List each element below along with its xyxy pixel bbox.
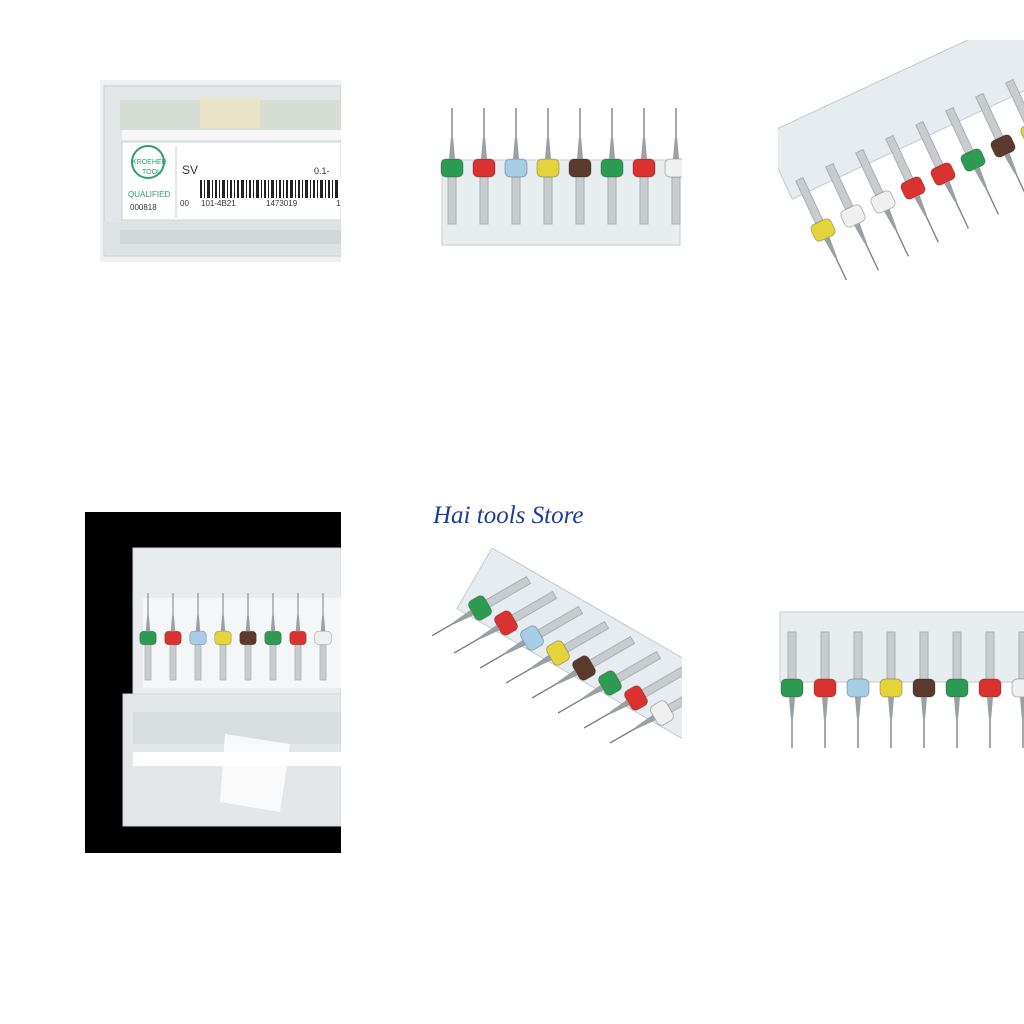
model-text: SV: [182, 163, 198, 177]
brand-logo-subtext: TOOL: [142, 169, 161, 176]
barcode: [198, 178, 341, 200]
product-photo-drill-bits-diagonal: [778, 40, 1024, 280]
batch-code-text: 101-4B21: [201, 199, 236, 208]
batch-prefix-text: 00: [180, 199, 189, 208]
serial-tail-text: 1: [336, 199, 341, 208]
size-range-text: 0.1-: [314, 166, 330, 176]
brand-logo-text: KROEHER: [132, 159, 167, 166]
product-photo-drill-bits-pointing-down: [775, 608, 1024, 758]
product-photo-box-label: KROEHER TOOL QUALIFIED 000818 SV 0.1-: [100, 80, 341, 262]
product-photo-drill-bits-tilted: [432, 548, 682, 788]
product-photo-drill-bits-upright: [432, 98, 682, 248]
store-name: Hai tools Store: [433, 502, 584, 529]
serial-text: 1473019: [266, 199, 298, 208]
code-left-text: 000818: [130, 203, 157, 212]
product-photo-open-case: [85, 512, 341, 853]
qualified-text: QUALIFIED: [128, 190, 170, 199]
